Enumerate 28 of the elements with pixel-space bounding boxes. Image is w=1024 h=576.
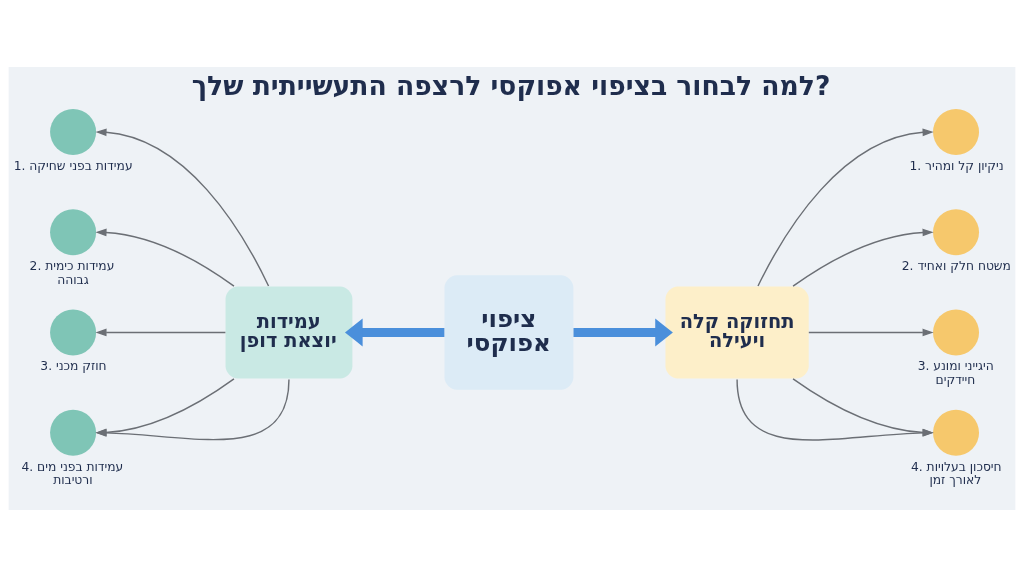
node-label: 3. היגייני ומונע חיידקים — [917, 358, 994, 387]
node-circle — [933, 208, 980, 255]
arrow — [792, 228, 934, 287]
node-label: 1. עמידות בפני שחיקה — [13, 158, 133, 173]
node-circle — [50, 108, 97, 155]
node-label: 1. ניקיון קל ומהיר — [909, 158, 1004, 173]
arrow — [95, 228, 235, 287]
node-box: ציפוי אפוקסי — [444, 274, 574, 390]
node-box: תחזוקה קלה ויעילה — [665, 285, 809, 379]
node-circle — [933, 108, 980, 155]
node-circle — [50, 208, 97, 255]
node-circle — [50, 409, 97, 456]
arrow — [757, 127, 934, 287]
node-circle — [933, 308, 980, 355]
node-circle — [933, 409, 980, 456]
node-label: 2. משטח חלק ואחיד — [901, 258, 1011, 273]
arrow — [95, 328, 227, 336]
node-label: 4. עמידות בפני מים ורטיבות — [21, 459, 124, 487]
node-label: 4. חיסכון בעלויות לאורך זמן — [911, 459, 1002, 487]
node-box: עמידות יוצאת דופן — [225, 285, 353, 379]
diagram-title: למה לבחור בציפוי אפוקסי לרצפה התעשייתית שלך? — [191, 69, 831, 101]
arrow — [95, 127, 270, 287]
node-circle — [50, 308, 97, 355]
node-label: 3. חוזק מכני — [40, 358, 107, 373]
node-label: 2. עמידות כימית גבוהה — [29, 258, 115, 286]
arrow — [344, 318, 445, 346]
arrow — [808, 328, 934, 336]
arrow — [573, 318, 673, 346]
